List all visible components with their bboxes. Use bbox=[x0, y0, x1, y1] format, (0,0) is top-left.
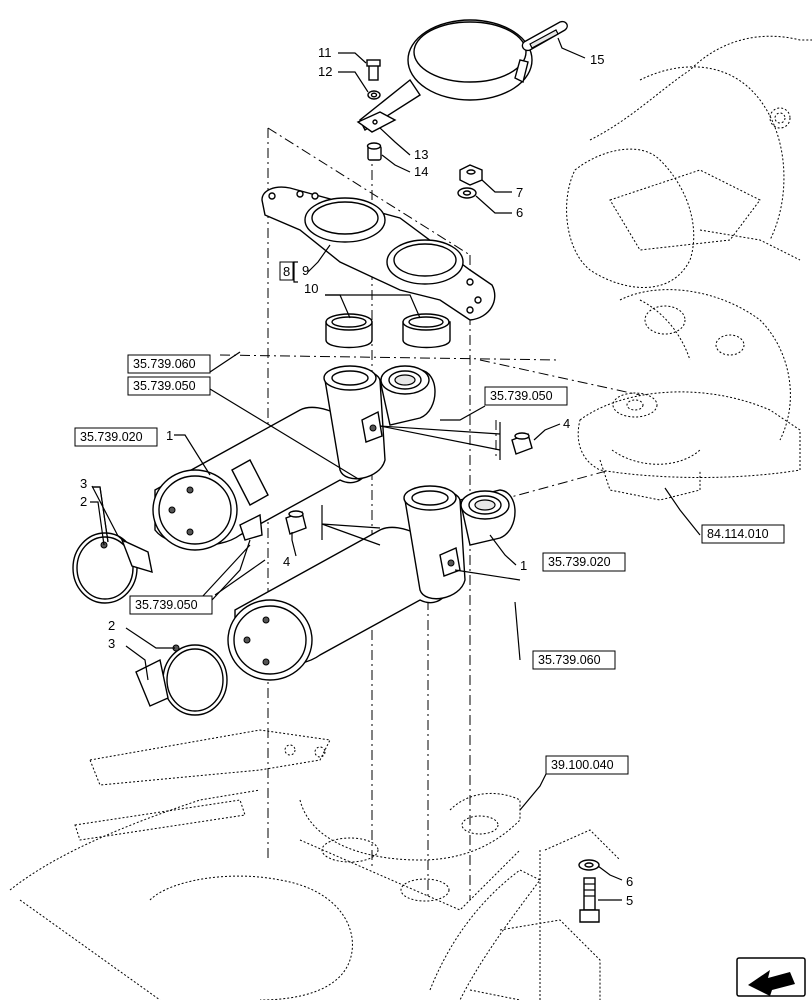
cylinder-lower bbox=[227, 485, 516, 681]
bushing-10b bbox=[402, 313, 451, 349]
callout-9: 9 bbox=[302, 263, 309, 278]
callout-8-box bbox=[279, 261, 294, 281]
callout-7: 7 bbox=[516, 185, 523, 200]
ref-35-739-050-b: 35.739.050 bbox=[490, 389, 553, 403]
ref-35-739-050-c: 35.739.050 bbox=[135, 598, 198, 612]
callout-3: 3 bbox=[80, 476, 87, 491]
clip-part-15 bbox=[521, 20, 568, 52]
callout-1b: 1 bbox=[520, 558, 527, 573]
clamp-ring-lower bbox=[135, 644, 228, 716]
callout-10: 10 bbox=[304, 281, 318, 296]
nut-7 bbox=[459, 164, 483, 186]
clamp-ring-upper bbox=[72, 532, 153, 604]
chassis-background bbox=[9, 729, 621, 1000]
callout-labels: 11 12 13 14 15 7 6 8 9 10 1 3 2 4 4 1 2 … bbox=[80, 45, 633, 908]
ref-35-739-020-b: 35.739.020 bbox=[548, 555, 611, 569]
bolt-5 bbox=[579, 877, 600, 923]
ref-35-739-060-a: 35.739.060 bbox=[133, 357, 196, 371]
callout-15: 15 bbox=[590, 52, 604, 67]
ref-84-114-010: 84.114.010 bbox=[707, 527, 769, 541]
callout-12: 12 bbox=[318, 64, 332, 79]
screw-11 bbox=[366, 59, 381, 81]
callout-4b: 4 bbox=[283, 554, 290, 569]
bushing-10a bbox=[325, 313, 373, 349]
ref-35-739-060-b: 35.739.060 bbox=[538, 653, 601, 667]
spacer-14 bbox=[366, 142, 382, 161]
ref-35-739-020-a: 35.739.020 bbox=[80, 430, 143, 444]
callout-6: 6 bbox=[516, 205, 523, 220]
callout-4: 4 bbox=[563, 416, 570, 431]
leader-lines bbox=[90, 37, 623, 901]
strap-band bbox=[359, 19, 533, 132]
plate-13 bbox=[356, 111, 397, 133]
callout-5: 5 bbox=[626, 893, 633, 908]
fitting-4a bbox=[511, 432, 533, 455]
callout-6b: 6 bbox=[626, 874, 633, 889]
bracket-9 bbox=[261, 186, 496, 321]
callout-2b: 2 bbox=[108, 618, 115, 633]
callout-11: 11 bbox=[318, 45, 332, 60]
washer-6-lower bbox=[578, 859, 600, 871]
washer-12 bbox=[367, 90, 381, 100]
callout-14: 14 bbox=[414, 164, 428, 179]
fitting-4b bbox=[285, 510, 307, 535]
callout-1: 1 bbox=[166, 428, 173, 443]
washer-6 bbox=[457, 187, 477, 199]
reference-boxes: 35.739.060 35.739.050 35.739.050 35.739.… bbox=[74, 354, 785, 775]
ref-39-100-040: 39.100.040 bbox=[551, 758, 614, 772]
callout-3b: 3 bbox=[108, 636, 115, 651]
callout-8: 8 bbox=[283, 264, 290, 279]
ref-35-739-050-a: 35.739.050 bbox=[133, 379, 196, 393]
callout-13: 13 bbox=[414, 147, 428, 162]
callout-2: 2 bbox=[80, 494, 87, 509]
cylinder-upper bbox=[152, 365, 436, 551]
frame-background bbox=[566, 35, 812, 501]
arrow-icon[interactable] bbox=[736, 957, 806, 997]
